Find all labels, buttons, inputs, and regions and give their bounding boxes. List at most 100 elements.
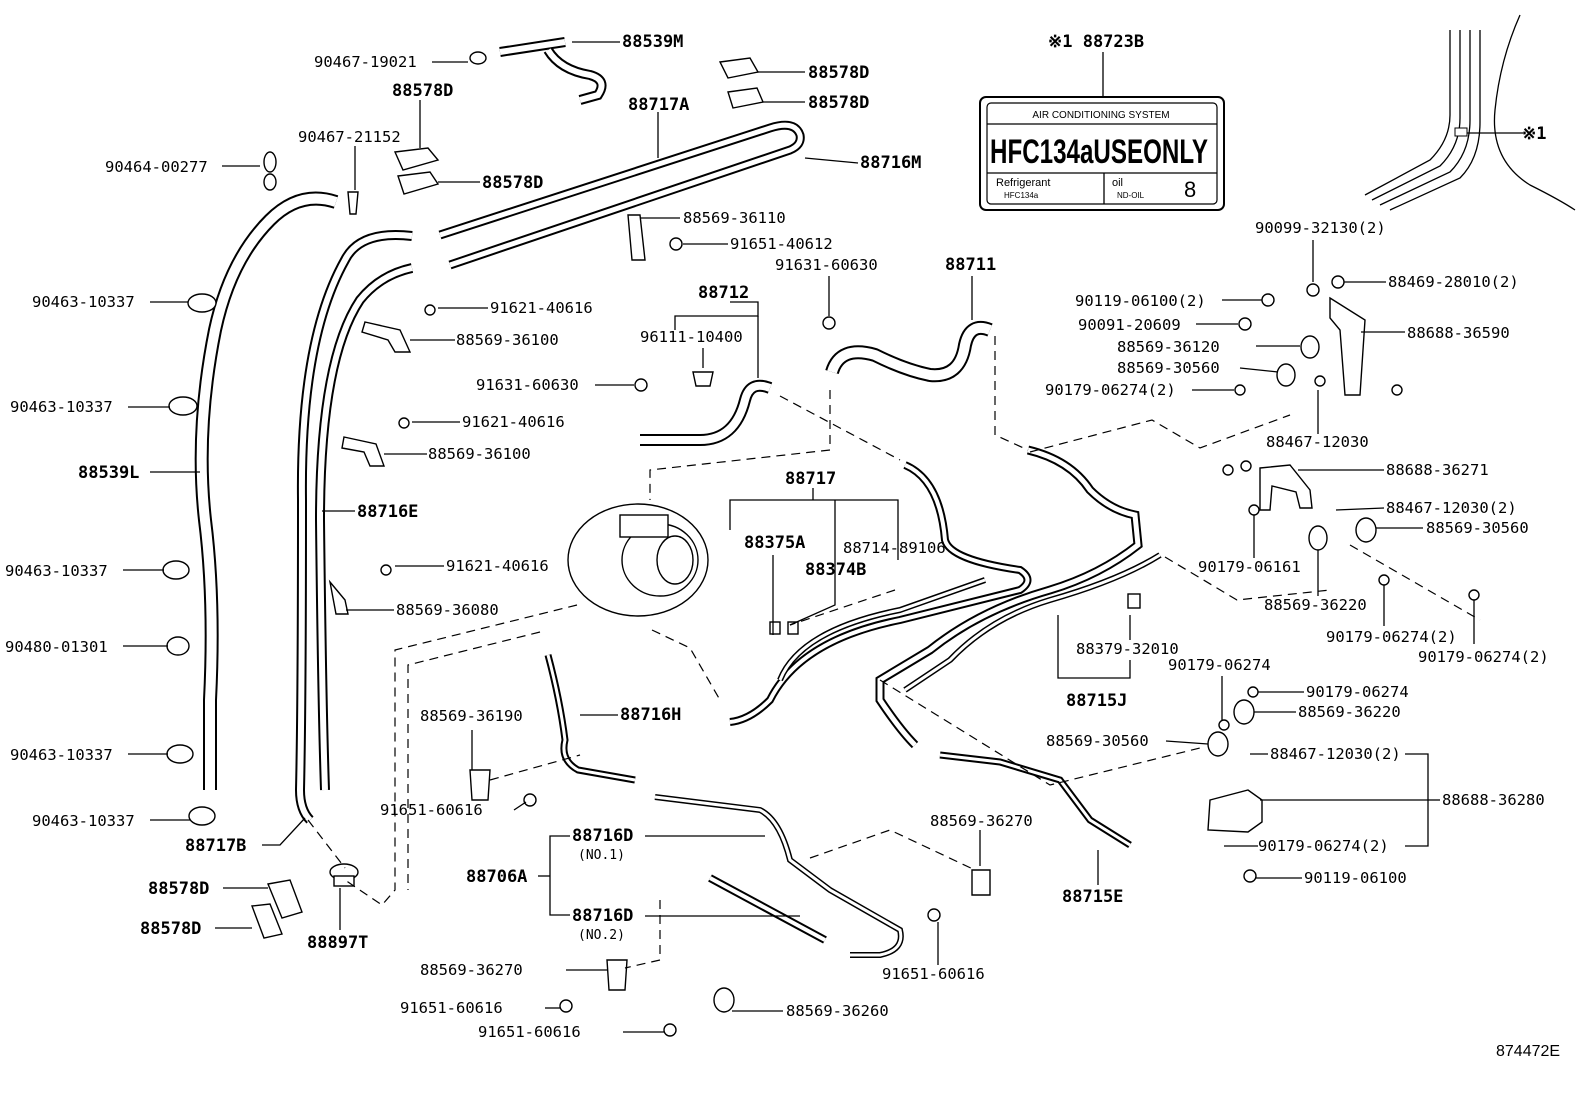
left-hose-group — [162, 37, 805, 939]
bolt-icon — [559, 999, 573, 1013]
callout-91651-40612: 91651-40612 — [730, 235, 833, 253]
compressor-icon — [567, 503, 709, 617]
callout-88569-36110: 88569-36110 — [683, 209, 786, 227]
callout-88578D: 88578D — [148, 879, 209, 899]
callout-88578D: 88578D — [140, 919, 201, 939]
callout-88569-36260: 88569-36260 — [786, 1002, 889, 1020]
nut-icon — [1248, 504, 1260, 516]
callout-90179-06274: 90179-06274(2) — [1326, 628, 1457, 646]
callout-90463-10337: 90463-10337 — [32, 812, 135, 830]
callout-88569-30560: 88569-30560 — [1117, 359, 1220, 377]
nut-icon — [1391, 384, 1403, 396]
callout-90179-06274: 90179-06274(2) — [1258, 837, 1389, 855]
clamp-icon — [692, 371, 714, 387]
bolt-icon — [1238, 317, 1252, 331]
label-note-callout: ※1 88723B — [1048, 32, 1144, 52]
bolt-icon — [1306, 283, 1320, 297]
note1-marker: ※1 — [1522, 124, 1546, 144]
callout-88717A: 88717A — [628, 95, 689, 115]
bolt-icon — [663, 1023, 677, 1037]
bolt-icon — [927, 908, 941, 922]
clip-icon — [263, 151, 277, 191]
callout-91621-40616: 91621-40616 — [490, 299, 593, 317]
grommet-icon — [188, 806, 216, 826]
valve-icon — [1127, 593, 1141, 609]
callout-88569-36100: 88569-36100 — [428, 445, 531, 463]
callout-90179-06274: 90179-06274(2) — [1418, 648, 1549, 666]
callout-91651-60616: 91651-60616 — [478, 1023, 581, 1041]
callout-88539M: 88539M — [622, 32, 683, 52]
callout-88467-12030: 88467-12030(2) — [1270, 745, 1401, 763]
callout-88712: 88712 — [698, 283, 749, 303]
callout-88716D-no2: 88716D — [572, 906, 633, 926]
callout-90099-32130: 90099-32130(2) — [1255, 219, 1386, 237]
valve-icon — [769, 621, 799, 635]
grommet-icon — [329, 863, 359, 887]
callout-88374B: 88374B — [805, 560, 866, 580]
callout-90179-06274: 90179-06274 — [1306, 683, 1409, 701]
label-main-text: HFC134aUSEONLY — [990, 133, 1208, 171]
bracket-icon — [1207, 789, 1263, 833]
callout-91651-60616: 91651-60616 — [400, 999, 503, 1017]
clamp-icon — [713, 987, 735, 1013]
callout-88569-36120: 88569-36120 — [1117, 338, 1220, 356]
callout-90119-06100: 90119-06100(2) — [1075, 292, 1206, 310]
callout-90179-06161: 90179-06161 — [1198, 558, 1301, 576]
vehicle-body-inset: ※1 — [1364, 14, 1576, 211]
callout-88717: 88717 — [785, 469, 836, 489]
label-refrigerant-type: HFC134a — [1004, 191, 1039, 200]
grommet-icon — [168, 396, 198, 416]
clamp-icon — [971, 869, 991, 896]
assembly-lines — [307, 336, 1481, 969]
clamp-icon — [1300, 335, 1320, 359]
bolt-icon — [822, 316, 836, 330]
refrigerant-label: ※1 88723B AIR CONDITIONING SYSTEM HFC134… — [979, 32, 1225, 211]
callout-88569-36080: 88569-36080 — [396, 601, 499, 619]
bracket-icon — [1329, 296, 1366, 396]
callout-90179-06274: 90179-06274 — [1168, 656, 1271, 674]
callout-88469-28010: 88469-28010(2) — [1388, 273, 1519, 291]
clamp-icon — [1207, 731, 1229, 757]
callout-91631-60630: 91631-60630 — [775, 256, 878, 274]
callout-88688-36280: 88688-36280 — [1442, 791, 1545, 809]
callout-88375A: 88375A — [744, 533, 805, 553]
callout-88467-12030: 88467-12030(2) — [1386, 499, 1517, 517]
callout-88716D-no2-sub: (NO.2) — [578, 928, 625, 943]
callout-88717B: 88717B — [185, 836, 246, 856]
bolt-icon — [669, 237, 683, 251]
right-bracket-group — [1207, 275, 1480, 883]
callout-90463-10337: 90463-10337 — [10, 398, 113, 416]
leader-lines — [123, 41, 1475, 1033]
callout-88569-30560: 88569-30560 — [1426, 519, 1529, 537]
label-oil-type: ND-OIL — [1117, 191, 1145, 200]
callout-88578D: 88578D — [808, 93, 869, 113]
bracket-icon — [361, 304, 436, 353]
callout-88715J: 88715J — [1066, 691, 1127, 711]
callout-88578D: 88578D — [808, 63, 869, 83]
callout-88578D: 88578D — [392, 81, 453, 101]
bracket-icon — [328, 564, 392, 615]
callout-96111-10400: 96111-10400 — [640, 328, 743, 346]
callout-90463-10337: 90463-10337 — [10, 746, 113, 764]
label-refrigerant: Refrigerant — [996, 177, 1050, 189]
callout-88688-36590: 88688-36590 — [1407, 324, 1510, 342]
callout-90467-21152: 90467-21152 — [298, 128, 401, 146]
callout-88467-12030: 88467-12030 — [1266, 433, 1369, 451]
callout-88569-36270: 88569-36270 — [930, 812, 1033, 830]
callout-91621-40616: 91621-40616 — [446, 557, 549, 575]
callout-88569-36100: 88569-36100 — [456, 331, 559, 349]
callout-90480-01301: 90480-01301 — [5, 638, 108, 656]
callout-90119-06100: 90119-06100 — [1304, 869, 1407, 887]
clamp-icon — [469, 769, 491, 801]
callout-88716D-no1-sub: (NO.1) — [578, 848, 625, 863]
callout-88716M: 88716M — [860, 153, 921, 173]
grommet-icon — [166, 636, 190, 656]
bracket-icon — [341, 417, 410, 467]
bolt-icon — [1261, 293, 1275, 307]
callout-88539L: 88539L — [78, 463, 139, 483]
clamp-icon — [1276, 363, 1296, 387]
protector-pad-icon — [393, 147, 440, 195]
nut-icon — [1331, 275, 1345, 289]
callout-88569-36220: 88569-36220 — [1298, 703, 1401, 721]
